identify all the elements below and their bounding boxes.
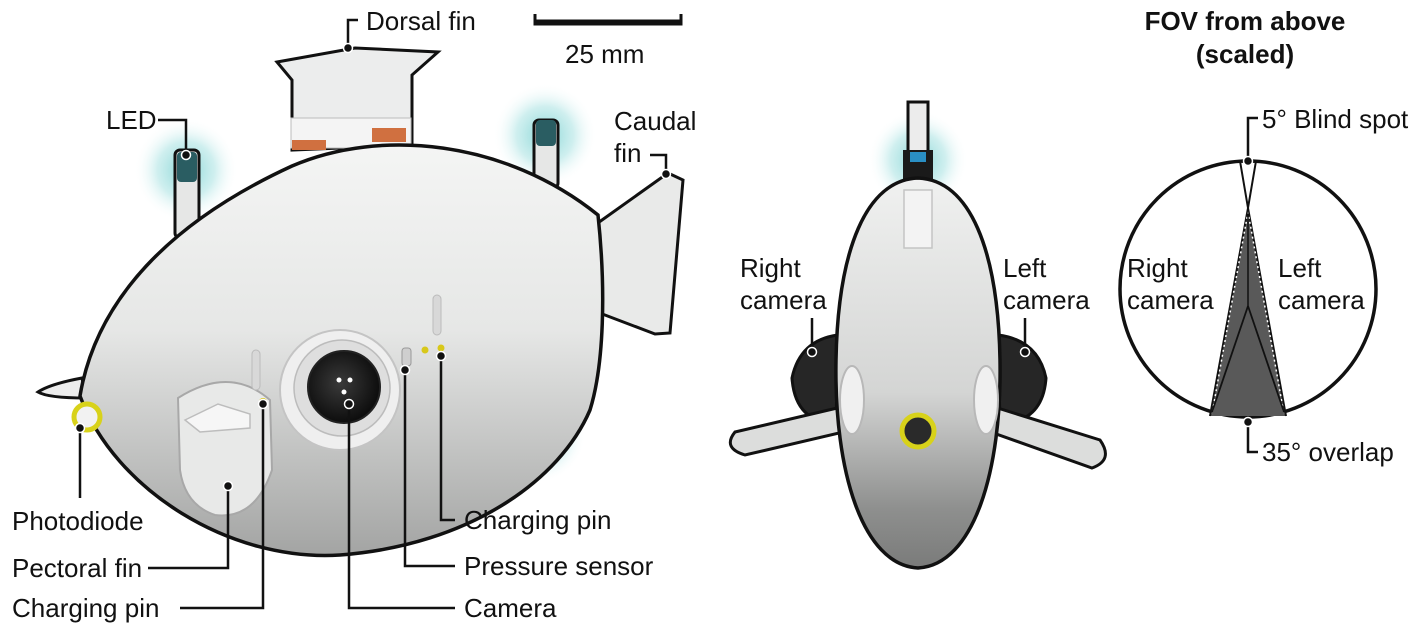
front-right-pectoral-fin: [728, 403, 854, 457]
pectoral-fin-leader: [148, 486, 230, 570]
front-label-left-camera-line2: camera: [1003, 285, 1090, 315]
front-body: [834, 176, 1002, 570]
caudal-fin: [593, 171, 685, 336]
right-camera-dot: [806, 346, 818, 358]
charging-pin-left-leader: [180, 404, 265, 610]
blind-spot-dot: [1242, 155, 1254, 167]
copper-coil-left: [292, 140, 326, 150]
charging-pin-right-dot-a: [421, 346, 429, 354]
body-slot-left: [251, 349, 261, 391]
pectoral-fin-base: [183, 403, 251, 433]
fov-label-blind-spot: 5° Blind spot: [1262, 104, 1409, 134]
fov-label-overlap: 35° overlap: [1262, 437, 1394, 467]
camera-dot: [343, 398, 355, 410]
pressure-sensor-dot: [399, 364, 411, 376]
led-cap-front: [177, 152, 197, 182]
fov-label-left-camera-line1: Left: [1278, 253, 1322, 283]
fov-title-line1: FOV from above: [1145, 6, 1346, 36]
camera-lens: [307, 350, 381, 424]
fov-label-right-camera-line1: Right: [1127, 253, 1188, 283]
charging-pin-left-leader-dot: [257, 398, 269, 410]
fov-diagram: FOV from above (scaled) 5° Blind spot 35…: [1118, 6, 1409, 467]
fov-label-left-camera-line2: camera: [1278, 285, 1365, 315]
camera-lens-dot-1: [336, 377, 342, 383]
front-dorsal-base: [903, 189, 933, 249]
front-led-lens: [910, 152, 926, 162]
camera-lens-dot-2: [347, 377, 353, 383]
copper-coil-right: [372, 128, 406, 142]
fov-cross-b: [1247, 305, 1285, 413]
led-cap-top: [536, 120, 556, 146]
fov-right-outer-dotted: [1247, 211, 1285, 415]
body-slot-right: [432, 294, 442, 336]
label-dorsal-fin: Dorsal fin: [366, 6, 476, 36]
label-charging-pin-right: Charging pin: [464, 505, 611, 535]
photodiode-dot: [74, 422, 86, 434]
fov-title-line2: (scaled): [1196, 39, 1294, 69]
led-leader: [158, 118, 188, 155]
left-pod-ring: [973, 365, 999, 435]
left-camera-dot: [1019, 346, 1031, 358]
label-photodiode: Photodiode: [12, 506, 144, 536]
overlap-leader: [1246, 422, 1258, 454]
dorsal-fin-dot: [342, 42, 354, 54]
caudal-fin-dot: [660, 168, 672, 180]
label-camera: Camera: [464, 593, 557, 623]
pressure-sensor-leader: [403, 370, 455, 568]
front-view: Right camera Left camera: [728, 100, 1107, 570]
charging-pin-right-dot-b: [437, 344, 445, 352]
front-label-right-camera-line2: camera: [740, 285, 827, 315]
pressure-port: [401, 347, 412, 367]
scale-bar-label: 25 mm: [565, 39, 644, 69]
charging-pin-right-leader: [439, 356, 455, 522]
right-pod-ring: [839, 365, 865, 435]
label-pectoral-fin: Pectoral fin: [12, 553, 142, 583]
label-charging-pin-left: Charging pin: [12, 593, 159, 623]
pectoral-fin: [176, 381, 274, 517]
front-label-right-camera-line1: Right: [740, 253, 801, 283]
dorsal-fin-leader: [346, 18, 358, 48]
led-dot: [180, 149, 192, 161]
blind-spot-leader: [1246, 116, 1258, 161]
label-caudal-fin-line1: Caudal: [614, 106, 696, 136]
camera-leader: [347, 404, 455, 610]
charging-pin-right-leader-dot: [435, 350, 447, 362]
caudal-fin-leader: [650, 153, 668, 174]
fov-label-right-camera-line2: camera: [1127, 285, 1214, 315]
pectoral-fin-dot: [222, 480, 234, 492]
scale-bar: 25 mm: [533, 14, 683, 69]
front-photodiode: [899, 412, 937, 450]
front-left-pectoral-fin: [983, 403, 1107, 470]
fov-cross-a: [1211, 305, 1249, 413]
label-caudal-fin-line2: fin: [614, 138, 641, 168]
fov-right-boundary: [1246, 160, 1287, 417]
label-pressure-sensor: Pressure sensor: [464, 551, 654, 581]
label-led: LED: [106, 105, 157, 135]
nose-tip: [35, 376, 88, 400]
fov-left-outer-dotted: [1211, 211, 1249, 415]
overlap-dot: [1242, 416, 1254, 428]
front-label-left-camera-line1: Left: [1003, 253, 1047, 283]
side-view: Dorsal fin LED Caudal fin Photodiode Pec…: [12, 6, 696, 623]
camera-lens-dot-3: [341, 389, 347, 395]
